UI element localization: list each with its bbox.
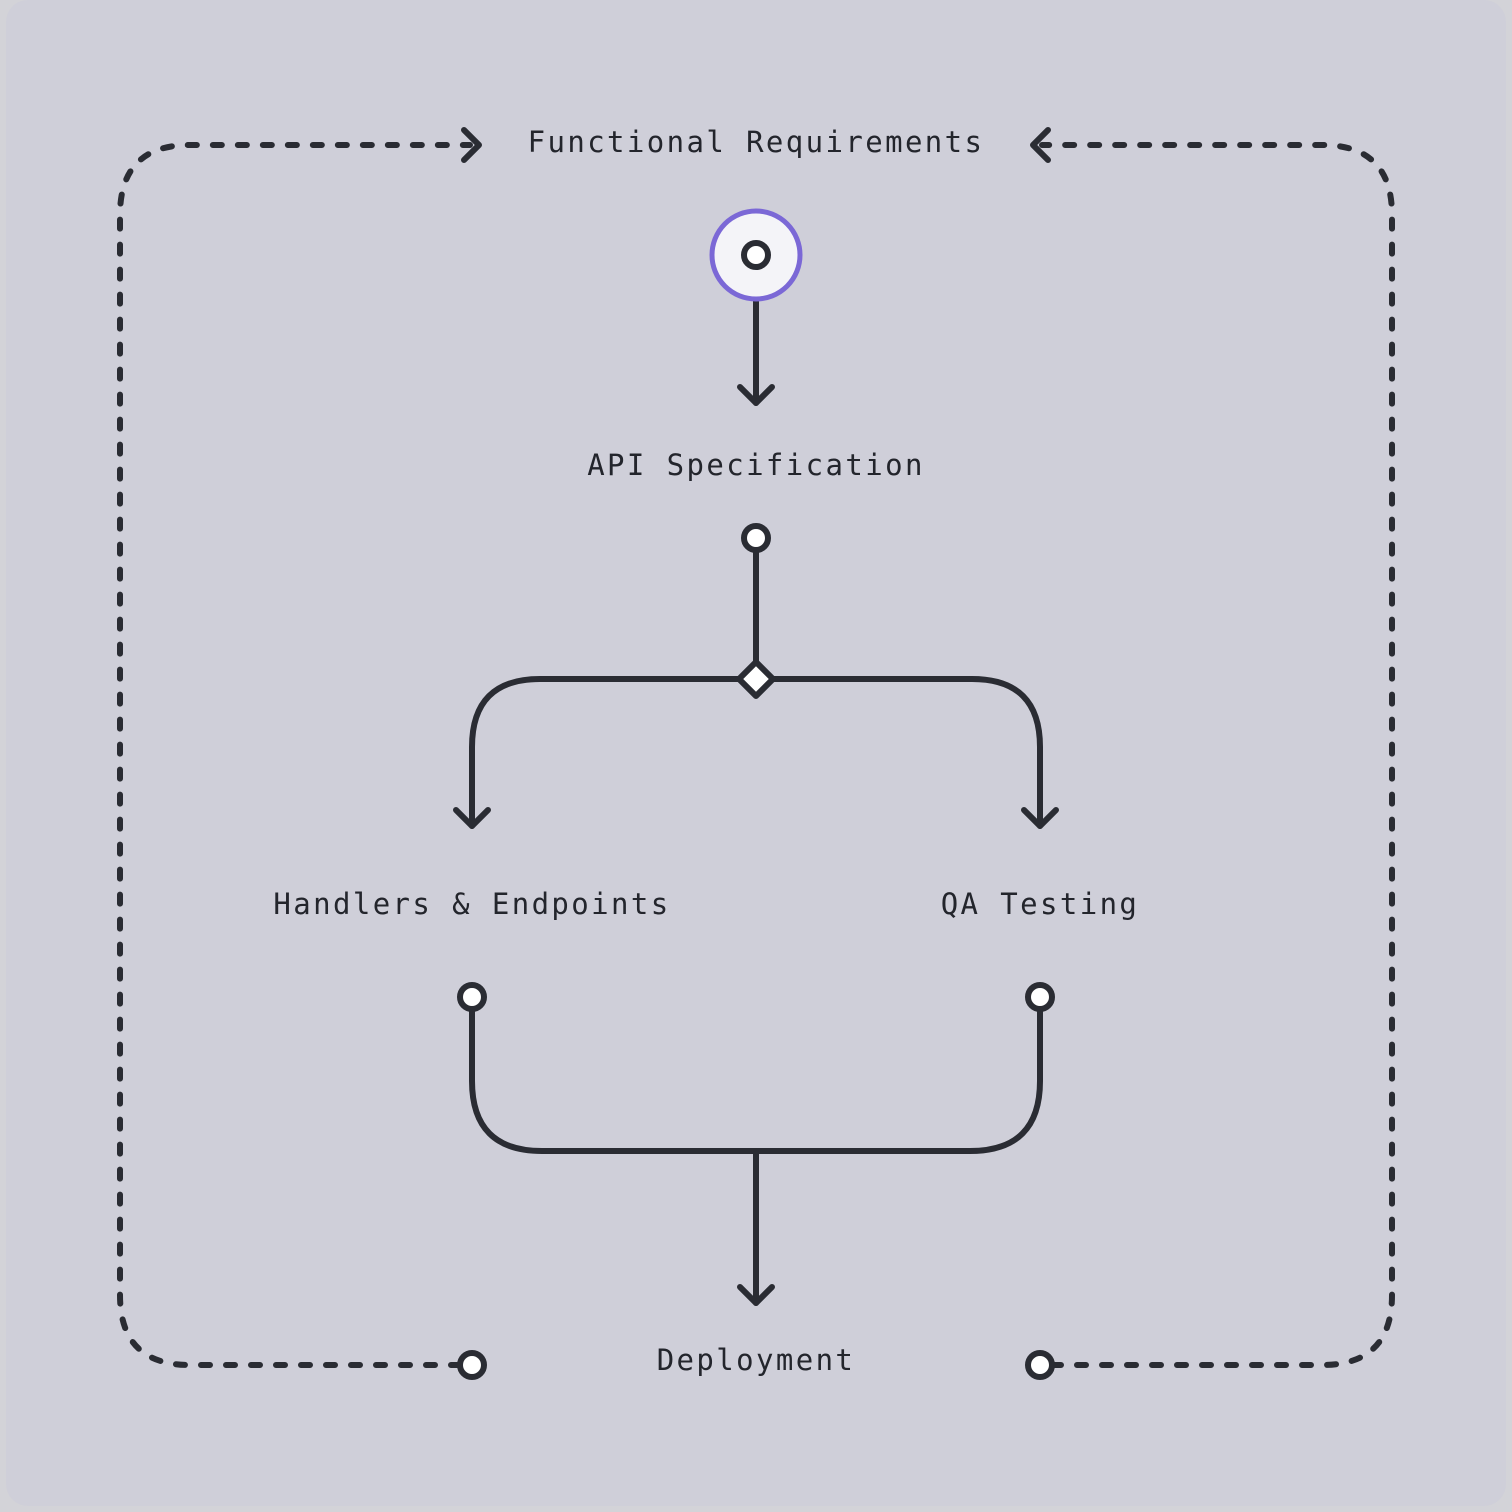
arrowhead-down-icon (737, 1284, 775, 1306)
decision-diamond-icon[interactable] (736, 659, 776, 699)
start-point-icon (741, 240, 771, 270)
arrowhead-down-icon (453, 807, 491, 829)
port-deployment-left-icon[interactable] (457, 1350, 487, 1380)
arrowhead-left-icon (1030, 127, 1051, 163)
port-handlers-out-icon[interactable] (457, 982, 487, 1012)
node-qa-testing[interactable]: QA Testing (940, 887, 1140, 921)
arrowhead-down-icon (1021, 807, 1059, 829)
port-api-out-icon[interactable] (741, 523, 771, 553)
arrowhead-down-icon (737, 384, 775, 406)
start-node[interactable] (709, 208, 803, 302)
edge-decision-to-handlers (469, 676, 745, 829)
feedback-loop-right (1039, 142, 1395, 1368)
port-deployment-right-icon[interactable] (1025, 1350, 1055, 1380)
node-functional-requirements[interactable]: Functional Requirements (527, 125, 985, 159)
port-qa-out-icon[interactable] (1025, 982, 1055, 1012)
feedback-loop-left (117, 142, 473, 1368)
node-api-specification[interactable]: API Specification (587, 448, 925, 482)
edge-decision-to-qa (767, 676, 1043, 829)
node-handlers-endpoints[interactable]: Handlers & Endpoints (273, 887, 671, 921)
node-deployment[interactable]: Deployment (656, 1343, 856, 1377)
edge-handlers-merge (469, 1007, 1043, 1154)
arrowhead-right-icon (461, 127, 482, 163)
